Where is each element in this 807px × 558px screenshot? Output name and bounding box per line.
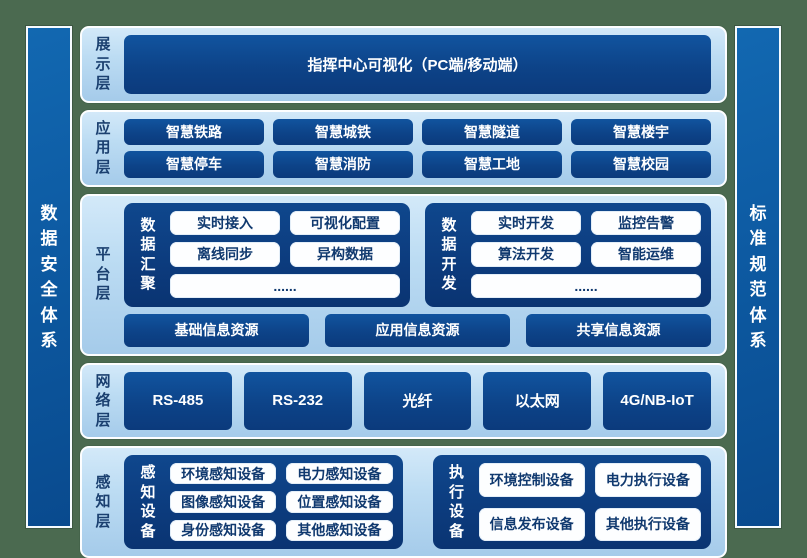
platform-groups: 数据汇聚 实时接入 可视化配置 离线同步 异构数据 ......	[124, 202, 711, 307]
data-development-grid: 实时开发 监控告警 算法开发 智能运维 ......	[471, 210, 701, 299]
platform-item: 离线同步	[170, 242, 280, 267]
application-item: 智慧隧道	[422, 118, 562, 145]
data-development-group: 数据开发 实时开发 监控告警 算法开发 智能运维 ......	[425, 202, 711, 307]
layer-perception: 感知层 感知设备 环境感知设备 电力感知设备 图像感知设备 位置感知设备 身份感…	[80, 446, 727, 558]
platform-content: 数据汇聚 实时接入 可视化配置 离线同步 异构数据 ......	[124, 202, 711, 347]
platform-more-item: ......	[170, 273, 400, 299]
application-item: 智慧铁路	[124, 118, 264, 145]
platform-item: 实时开发	[471, 210, 581, 236]
information-resources-row: 基础信息资源 应用信息资源 共享信息资源	[124, 313, 711, 347]
data-development-title: 数据开发	[441, 216, 457, 293]
perception-item: 位置感知设备	[286, 491, 393, 513]
platform-item: 实时接入	[170, 210, 280, 236]
platform-more-item: ......	[471, 273, 701, 299]
application-item: 智慧校园	[571, 151, 711, 178]
layer-perception-content: 感知设备 环境感知设备 电力感知设备 图像感知设备 位置感知设备 身份感知设备 …	[124, 455, 711, 549]
application-grid: 智慧铁路 智慧城铁 智慧隧道 智慧楼宇 智慧停车 智慧消防 智慧工地 智慧校园	[124, 118, 711, 178]
perception-devices-grid: 环境感知设备 电力感知设备 图像感知设备 位置感知设备 身份感知设备 其他感知设…	[170, 463, 393, 541]
network-grid: RS-485 RS-232 光纤 以太网 4G/NB-IoT	[124, 371, 711, 430]
platform-item: 异构数据	[290, 242, 400, 267]
execution-item: 其他执行设备	[594, 507, 701, 541]
platform-item: 智能运维	[591, 242, 701, 267]
sidebar-standards-label: 标准规范体系	[749, 203, 767, 351]
application-item: 智慧消防	[273, 151, 413, 178]
layer-application: 应用层 智慧铁路 智慧城铁 智慧隧道 智慧楼宇 智慧停车 智慧消防 智慧工地 智…	[80, 109, 727, 187]
layer-application-content: 智慧铁路 智慧城铁 智慧隧道 智慧楼宇 智慧停车 智慧消防 智慧工地 智慧校园	[124, 118, 711, 178]
application-item: 智慧停车	[124, 151, 264, 178]
layer-perception-label: 感知层	[95, 473, 111, 530]
execution-item: 电力执行设备	[594, 463, 701, 497]
perception-devices-group: 感知设备 环境感知设备 电力感知设备 图像感知设备 位置感知设备 身份感知设备 …	[124, 455, 403, 549]
network-item: 以太网	[483, 371, 592, 430]
perception-item: 环境感知设备	[170, 463, 277, 485]
platform-item: 监控告警	[591, 210, 701, 236]
perception-groups: 感知设备 环境感知设备 电力感知设备 图像感知设备 位置感知设备 身份感知设备 …	[124, 455, 711, 549]
layer-display-label: 展示层	[95, 36, 111, 92]
data-aggregation-title: 数据汇聚	[140, 216, 156, 293]
application-item: 智慧工地	[422, 151, 562, 178]
perception-item: 其他感知设备	[286, 519, 393, 541]
perception-item: 电力感知设备	[286, 463, 393, 485]
layer-network: 网络层 RS-485 RS-232 光纤 以太网 4G/NB-IoT	[80, 362, 727, 439]
layers-column: 展示层 指挥中心可视化（PC端/移动端） 应用层 智慧铁路 智慧城铁 智慧隧道 …	[80, 26, 727, 558]
perception-devices-title: 感知设备	[140, 464, 156, 540]
network-item: 4G/NB-IoT	[603, 371, 711, 430]
sidebar-data-security: 数据安全体系	[26, 26, 72, 528]
execution-devices-grid: 环境控制设备 电力执行设备 信息发布设备 其他执行设备	[478, 463, 701, 541]
layer-platform-label: 平台层	[95, 246, 111, 303]
data-aggregation-group: 数据汇聚 实时接入 可视化配置 离线同步 异构数据 ......	[124, 202, 410, 307]
layer-display: 展示层 指挥中心可视化（PC端/移动端）	[80, 26, 727, 103]
resource-item: 共享信息资源	[526, 313, 711, 347]
layer-platform-content: 数据汇聚 实时接入 可视化配置 离线同步 异构数据 ......	[124, 202, 711, 347]
command-center-box: 指挥中心可视化（PC端/移动端）	[124, 35, 711, 94]
network-item: 光纤	[363, 371, 472, 430]
perception-item: 图像感知设备	[170, 491, 277, 513]
execution-devices-title: 执行设备	[448, 464, 464, 540]
layer-network-content: RS-485 RS-232 光纤 以太网 4G/NB-IoT	[124, 371, 711, 430]
network-item: RS-232	[243, 371, 352, 430]
network-item: RS-485	[124, 371, 232, 430]
resource-item: 应用信息资源	[325, 313, 510, 347]
layer-platform: 平台层 数据汇聚 实时接入 可视化配置 离线同步 异构数	[80, 193, 727, 356]
platform-item: 可视化配置	[290, 210, 400, 236]
application-item: 智慧城铁	[273, 118, 413, 145]
sidebar-standards: 标准规范体系	[735, 26, 781, 528]
data-aggregation-grid: 实时接入 可视化配置 离线同步 异构数据 ......	[170, 210, 400, 299]
layer-application-label: 应用层	[95, 119, 111, 176]
layer-display-content: 指挥中心可视化（PC端/移动端）	[124, 35, 711, 94]
sidebar-data-security-label: 数据安全体系	[40, 203, 58, 351]
platform-item: 算法开发	[471, 242, 581, 267]
application-item: 智慧楼宇	[571, 118, 711, 145]
perception-item: 身份感知设备	[170, 519, 277, 541]
execution-item: 环境控制设备	[478, 463, 585, 497]
layer-network-label: 网络层	[95, 372, 111, 429]
execution-item: 信息发布设备	[478, 507, 585, 541]
execution-devices-group: 执行设备 环境控制设备 电力执行设备 信息发布设备 其他执行设备	[432, 455, 711, 549]
resource-item: 基础信息资源	[124, 313, 309, 347]
